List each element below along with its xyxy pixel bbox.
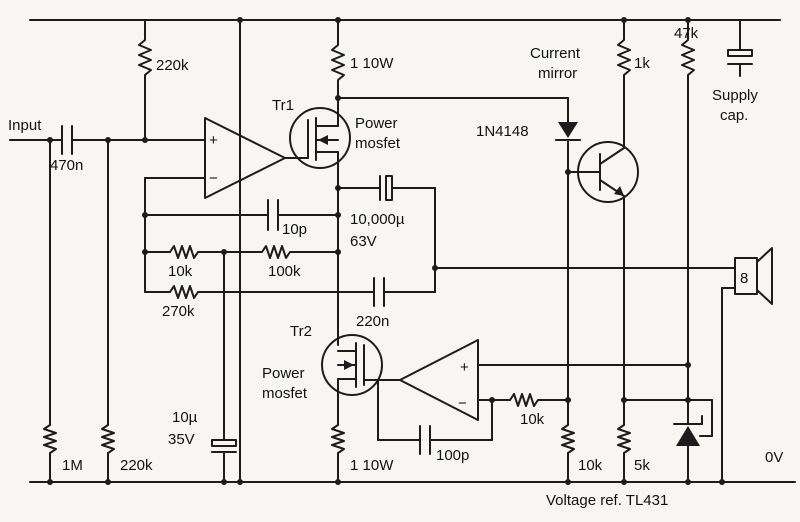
- label-10p: 10p: [282, 221, 307, 238]
- label-input: Input: [8, 117, 42, 134]
- transistor-mirror: [567, 141, 639, 203]
- opamp2-plus: +: [460, 359, 469, 376]
- capacitor-supply: [727, 49, 753, 65]
- resistor-10k-opamp2: [509, 393, 569, 407]
- opamp1-plus: +: [209, 132, 218, 149]
- resistor-1m: [43, 419, 57, 483]
- label-10k-mirror: 10k: [578, 457, 603, 474]
- capacitor-470n: [61, 125, 73, 155]
- label-0v: 0V: [765, 449, 783, 466]
- tr1-mosfet: [289, 107, 351, 169]
- resistor-100k-fb: [239, 245, 339, 259]
- label-63v: 63V: [350, 233, 377, 250]
- resistor-270k: [144, 285, 241, 299]
- label-speaker: 8: [740, 270, 748, 287]
- resistor-220k-input: [101, 419, 115, 483]
- diode-1n4148: [555, 122, 581, 141]
- capacitor-10000u: [379, 175, 393, 201]
- resistor-10k-fb: [169, 245, 225, 259]
- label-100p: 100p: [436, 447, 469, 464]
- tr2-mosfet: [321, 334, 383, 396]
- resistor-220k-bias: [138, 19, 152, 141]
- label-mirror: mirror: [538, 65, 577, 82]
- resistor-47k: [681, 19, 695, 81]
- label-tr1-mosfet: mosfet: [355, 135, 401, 152]
- speaker: [734, 247, 773, 305]
- label-10k-fb: 10k: [168, 263, 193, 280]
- resistor-1-ohm-top: [331, 19, 345, 99]
- label-1-10w-bottom: 1 10W: [350, 457, 394, 474]
- label-current: Current: [530, 45, 581, 62]
- label-tr2-mosfet: mosfet: [262, 385, 308, 402]
- opamp2-minus: −: [458, 395, 467, 412]
- label-35v: 35V: [168, 431, 195, 448]
- resistor-5k: [617, 419, 631, 483]
- label-220k-input: 220k: [120, 457, 153, 474]
- resistor-1k: [617, 19, 631, 81]
- capacitor-220n: [373, 277, 385, 307]
- opamp-1: [204, 117, 286, 199]
- label-1-10w-top: 1 10W: [350, 55, 394, 72]
- label-tr2-power: Power: [262, 365, 305, 382]
- capacitor-100p: [419, 425, 431, 455]
- label-220k-bias: 220k: [156, 57, 189, 74]
- label-1n4148: 1N4148: [476, 123, 529, 140]
- label-100k: 100k: [268, 263, 301, 280]
- capacitor-10p: [267, 199, 279, 231]
- resistor-10k-mirror: [561, 419, 575, 483]
- label-220n: 220n: [356, 313, 389, 330]
- junction-dots: [47, 17, 725, 485]
- label-tr1-power: Power: [355, 115, 398, 132]
- label-vref: Voltage ref. TL431: [546, 492, 668, 509]
- label-1k: 1k: [634, 55, 650, 72]
- label-270k: 270k: [162, 303, 195, 320]
- label-supply: Supply: [712, 87, 758, 104]
- capacitor-10u: [211, 439, 237, 453]
- label-10000u: 10,000µ: [350, 211, 405, 228]
- label-10k-opamp2: 10k: [520, 411, 545, 428]
- label-470n: 470n: [50, 157, 83, 174]
- label-tr1: Tr1: [272, 97, 294, 114]
- vref-tl431: [673, 399, 713, 446]
- label-cap: cap.: [720, 107, 748, 124]
- opamp1-minus: −: [209, 170, 218, 187]
- label-1m: 1M: [62, 457, 83, 474]
- opamp-2: [399, 339, 479, 421]
- resistor-1-ohm-bottom: [331, 419, 345, 483]
- label-tr2: Tr2: [290, 323, 312, 340]
- label-10u: 10µ: [172, 409, 198, 426]
- label-47k: 47k: [674, 25, 699, 42]
- label-5k: 5k: [634, 457, 650, 474]
